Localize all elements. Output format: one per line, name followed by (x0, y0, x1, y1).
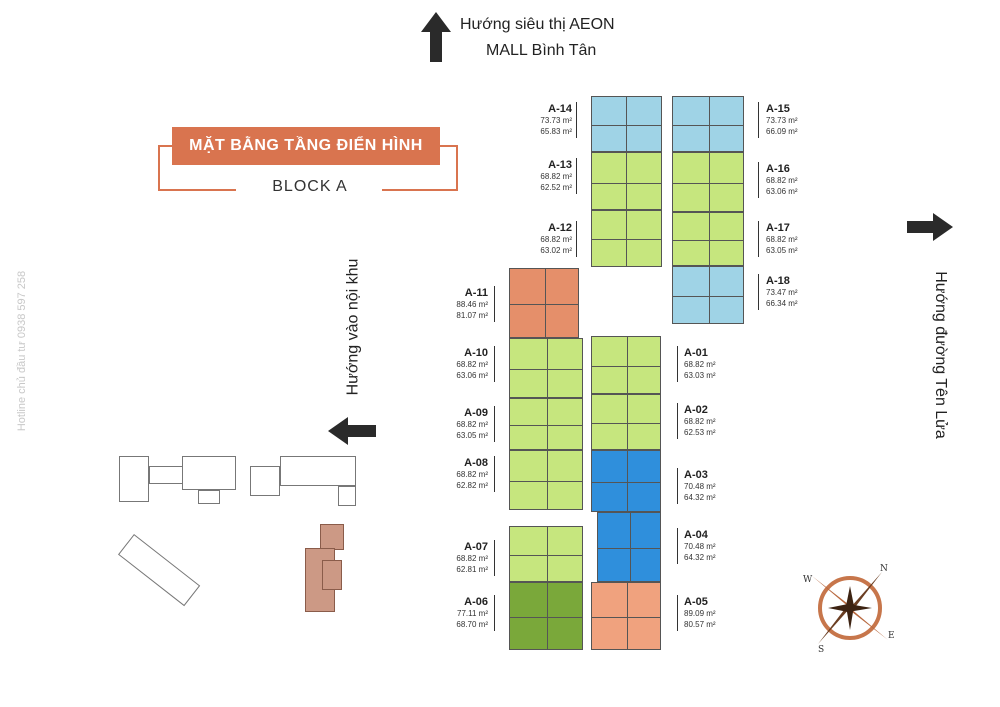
hotline-text: Hotline chủ đầu tư 0938 597 258 (16, 270, 29, 432)
unit-a10[interactable] (509, 338, 583, 398)
compass-rose-icon: N W E S (803, 564, 895, 654)
compass-w: W (803, 575, 813, 585)
unit-a18[interactable] (672, 266, 744, 324)
unit-a14[interactable] (591, 96, 662, 152)
unit-a07[interactable] (509, 526, 583, 582)
north-arrow-icon (421, 12, 451, 62)
unit-a05[interactable] (591, 582, 661, 650)
compass-s: S (818, 645, 824, 654)
unit-a17[interactable] (672, 212, 744, 266)
unit-a11[interactable] (509, 268, 579, 338)
unit-a03[interactable] (591, 450, 661, 512)
unit-a06[interactable] (509, 582, 583, 650)
unit-a02[interactable] (591, 394, 661, 450)
page-title: MẶT BẰNG TẦNG ĐIỂN HÌNH (172, 127, 440, 165)
compass-e: E (888, 631, 895, 641)
east-direction-text: Hướng đường Tên Lửa (931, 271, 949, 439)
compass-n: N (880, 564, 888, 574)
north-direction-line1: Hướng siêu thị AEON (460, 16, 615, 33)
unit-a09[interactable] (509, 398, 583, 450)
unit-a04[interactable] (597, 512, 661, 582)
unit-a13[interactable] (591, 152, 662, 210)
unit-a12[interactable] (591, 210, 662, 267)
unit-a16[interactable] (672, 152, 744, 212)
unit-a01[interactable] (591, 336, 661, 394)
west-arrow-icon (328, 417, 376, 445)
site-plan-bottom-left (117, 520, 224, 607)
north-direction-line2: MALL Bình Tân (486, 42, 597, 59)
unit-a08[interactable] (509, 450, 583, 510)
east-arrow-icon (907, 213, 953, 241)
unit-a15[interactable] (672, 96, 744, 152)
west-direction-text: Hướng vào nội khu (344, 258, 362, 396)
block-subtitle: BLOCK A (272, 178, 348, 195)
